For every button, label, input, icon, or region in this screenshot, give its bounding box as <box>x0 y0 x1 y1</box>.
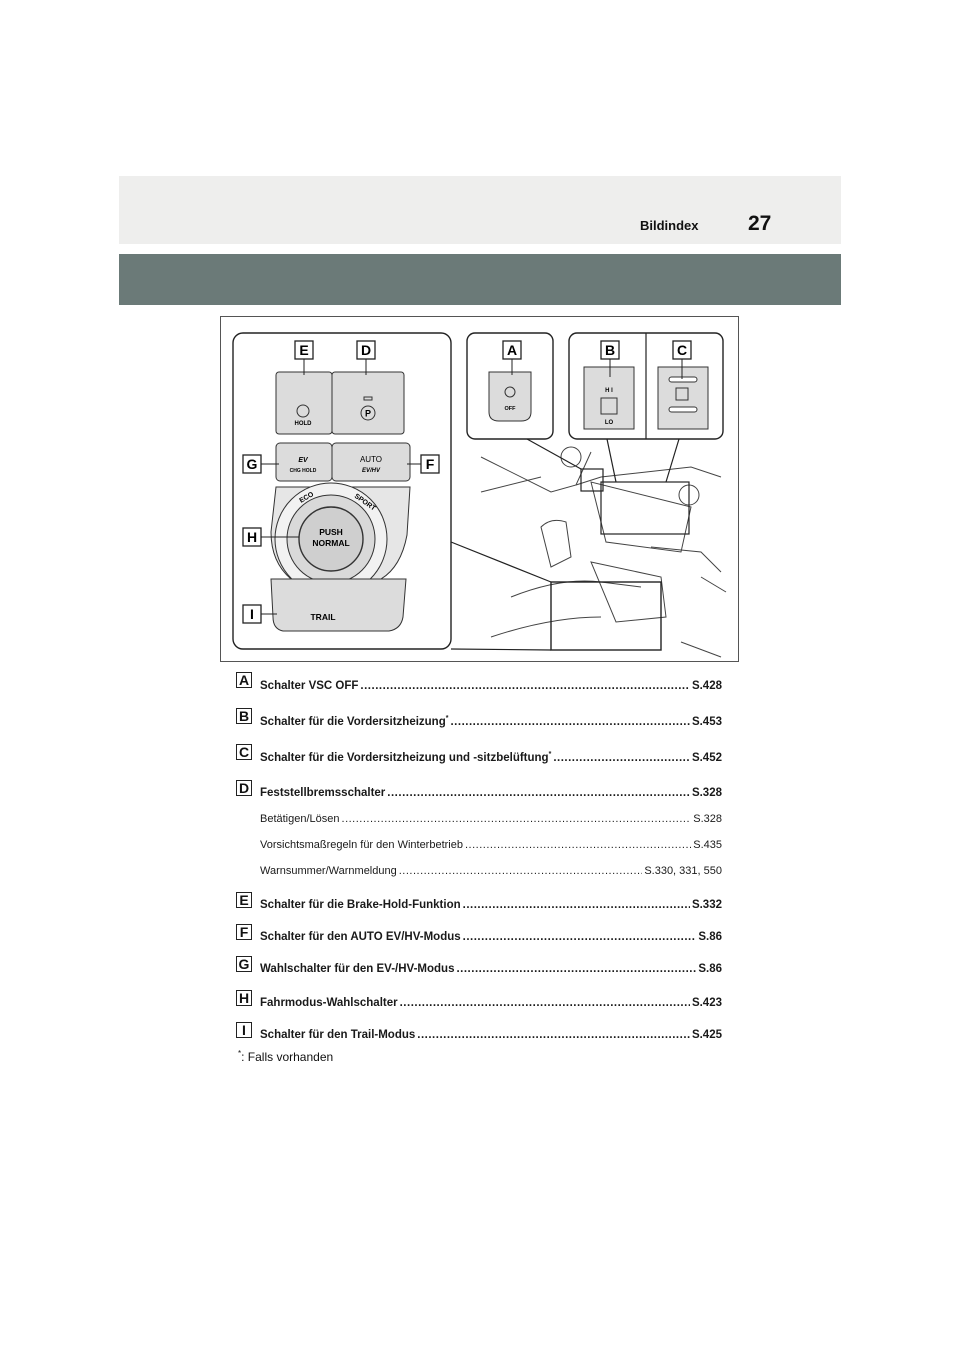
entry-label: Warnsummer/Warnmeldung <box>260 865 397 877</box>
entry-c: C Schalter für die Vordersitzheizung und… <box>236 744 722 764</box>
callout-c: C <box>677 342 687 358</box>
section-title: Bildindex <box>640 218 699 233</box>
vsc-location-box <box>580 468 604 492</box>
figure-callouts: E D A B C G F H I <box>242 340 692 624</box>
entry-d: D Feststellbremsschalter S.328 <box>236 780 722 800</box>
entry-page-ref[interactable]: S.425 <box>691 1029 722 1041</box>
parking-icon <box>360 405 376 421</box>
entry-letter: B <box>236 708 252 724</box>
normal-label: NORMAL <box>312 538 349 548</box>
entry-a: A Schalter VSC OFF S.428 <box>236 672 722 692</box>
entry-label: Wahlschalter für den EV-/HV-Modus <box>260 963 455 975</box>
trail-label: TRAIL <box>310 612 335 622</box>
drive-mode-knob <box>298 506 364 572</box>
entry-letter: F <box>236 924 252 940</box>
entry-page-ref[interactable]: S.330, 331, 550 <box>644 865 722 877</box>
entry-page-ref[interactable]: S.328 <box>691 787 722 799</box>
entry-page-ref[interactable]: S.453 <box>691 715 722 728</box>
hi-label: H I <box>605 388 613 394</box>
entry-letter: I <box>236 1022 252 1038</box>
header-bar <box>119 254 841 305</box>
hold-icon <box>296 404 310 418</box>
leader-lines <box>450 438 680 651</box>
hold-label: HOLD <box>295 421 313 427</box>
entry-d-sub-1: Betätigen/Lösen S.328 <box>236 806 722 826</box>
entry-letter: A <box>236 672 252 688</box>
entry-letter: H <box>236 990 252 1006</box>
entry-h: H Fahrmodus-Wahlschalter S.423 <box>236 990 722 1010</box>
callout-d: D <box>361 342 371 358</box>
entry-letter: E <box>236 892 252 908</box>
entry-letter: G <box>236 956 252 972</box>
entry-label: Fahrmodus-Wahlschalter <box>260 997 398 1009</box>
entry-label: Schalter für die Brake-Hold-Funktion <box>260 899 461 911</box>
upper-toggle <box>668 376 698 383</box>
entry-letter: C <box>236 744 252 760</box>
seat-vent-icon <box>675 387 689 401</box>
entry-label: Schalter für die Vordersitzheizung <box>260 715 446 728</box>
entry-f: F Schalter für den AUTO EV/HV-Modus S.86 <box>236 924 722 944</box>
entry-label: Schalter für den Trail-Modus <box>260 1029 416 1041</box>
auto-label: AUTO <box>360 455 382 464</box>
p-label: P <box>365 409 371 419</box>
entry-page-ref[interactable]: S.423 <box>691 997 722 1009</box>
left-callout-panel <box>232 332 452 650</box>
entry-e: E Schalter für die Brake-Hold-Funktion S.… <box>236 892 722 912</box>
entry-page-ref[interactable]: S.435 <box>693 839 722 851</box>
entry-i: I Schalter für den Trail-Modus S.425 <box>236 1022 722 1042</box>
console-illustration: HOLD P EV CHG HOLD AUTO EV/HV PUSH NORMA… <box>220 316 739 662</box>
callout-g: G <box>247 456 258 472</box>
callout-a: A <box>507 342 517 358</box>
entry-d-sub-2: Vorsichtsmaßregeln für den Winterbetrieb… <box>236 832 722 852</box>
entry-page-ref[interactable]: S.86 <box>698 931 722 943</box>
entry-page-ref[interactable]: S.328 <box>693 813 722 825</box>
push-label: PUSH <box>319 527 343 537</box>
entry-label: Schalter für die Vordersitzheizung und -… <box>260 751 549 764</box>
trail-switch <box>270 578 407 632</box>
entry-label: Vorsichtsmaßregeln für den Winterbetrieb <box>260 839 463 851</box>
callout-e: E <box>299 342 308 358</box>
entry-g: G Wahlschalter für den EV-/HV-Modus S.86 <box>236 956 722 976</box>
entry-page-ref[interactable]: S.452 <box>691 751 722 764</box>
lo-label: LO <box>605 420 614 426</box>
chg-hold-label: CHG HOLD <box>290 468 317 474</box>
entry-page-ref[interactable]: S.86 <box>698 963 722 975</box>
lower-toggle <box>668 406 698 413</box>
entry-letter: D <box>236 780 252 796</box>
shift-area-box <box>550 581 662 651</box>
callout-i: I <box>250 606 254 622</box>
auto-ev-hv-switch <box>331 442 411 482</box>
seat-switch-location-box <box>600 481 690 535</box>
evhv-label: EV/HV <box>362 468 381 474</box>
callout-b: B <box>605 342 615 358</box>
callout-f: F <box>426 456 435 472</box>
entry-d-sub-3: Warnsummer/Warnmeldung S.330, 331, 550 <box>236 858 722 878</box>
seat-heater-ventilation-switch <box>657 366 709 430</box>
p-indicator-icon <box>363 396 373 401</box>
callout-h: H <box>247 529 257 545</box>
entry-page-ref[interactable]: S.332 <box>691 899 722 911</box>
seat-heater-switch <box>583 366 635 430</box>
a-callout-panel <box>466 332 554 440</box>
entry-label: Schalter VSC OFF <box>260 679 359 692</box>
footnote: *: Falls vorhanden <box>238 1049 334 1064</box>
page-number: 27 <box>748 212 772 235</box>
seat-heater-icon <box>600 397 618 415</box>
vsc-icon <box>504 386 516 398</box>
ev-label: EV <box>298 457 309 464</box>
callout-leaders <box>261 359 683 615</box>
entry-label: Feststellbremsschalter <box>260 787 386 799</box>
header-band <box>119 176 841 244</box>
off-label: OFF <box>505 406 517 412</box>
entry-b: B Schalter für die Vordersitzheizung*S.4… <box>236 708 722 728</box>
entry-label: Schalter für den AUTO EV/HV-Modus <box>260 931 461 943</box>
entry-label: Betätigen/Lösen <box>260 813 340 825</box>
entry-page-ref[interactable]: S.428 <box>691 679 722 692</box>
parking-brake-switch <box>331 371 405 435</box>
